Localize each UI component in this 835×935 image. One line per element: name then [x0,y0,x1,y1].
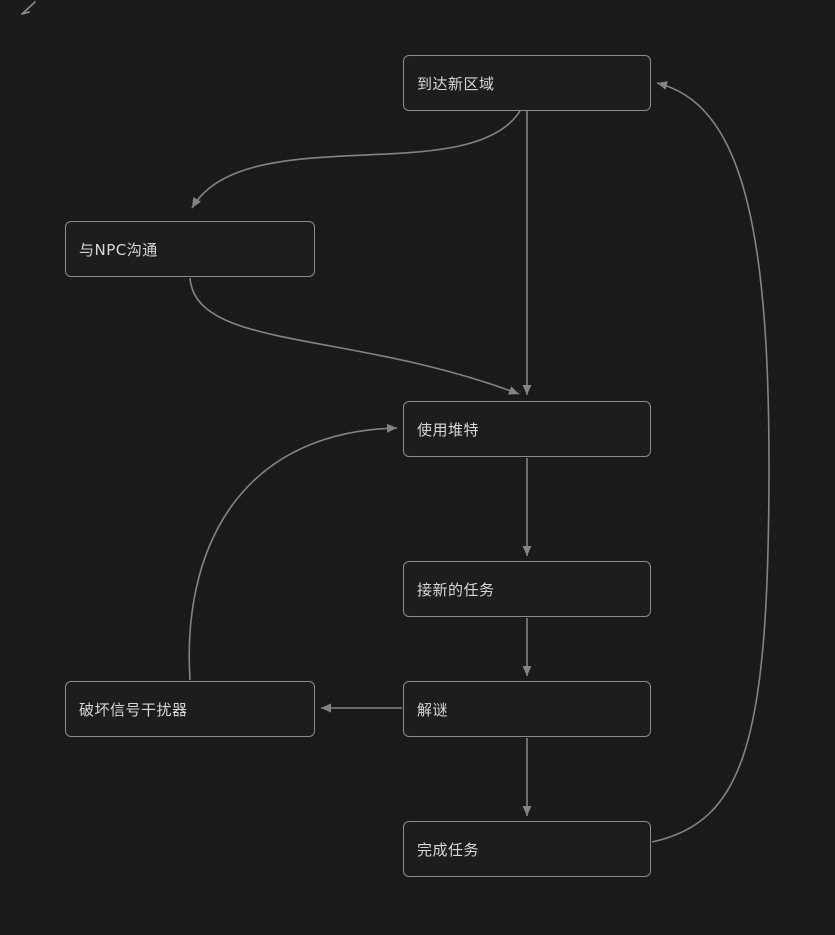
edge-npc-to-use [189,277,520,395]
node-label: 解谜 [417,700,449,719]
node-solve-puzzle[interactable]: 解谜 [403,681,651,737]
node-complete-task[interactable]: 完成任务 [403,821,651,877]
corner-mark-icon [21,1,36,15]
node-label: 接新的任务 [417,580,495,599]
edge-arrive-to-npc [191,110,521,209]
node-label: 与NPC沟通 [79,240,158,259]
node-arrive-new-area[interactable]: 到达新区域 [403,55,651,111]
node-label: 破坏信号干扰器 [79,700,188,719]
node-accept-new-task[interactable]: 接新的任务 [403,561,651,617]
node-label: 完成任务 [417,840,480,859]
node-label: 使用堆特 [417,420,480,439]
node-label: 到达新区域 [417,74,495,93]
node-use-duite[interactable]: 使用堆特 [403,401,651,457]
edge-complete-to-arrive [651,81,770,843]
node-destroy-signal-jammer[interactable]: 破坏信号干扰器 [65,681,315,737]
edge-jammer-to-use [188,423,398,681]
node-talk-to-npc[interactable]: 与NPC沟通 [65,221,315,277]
